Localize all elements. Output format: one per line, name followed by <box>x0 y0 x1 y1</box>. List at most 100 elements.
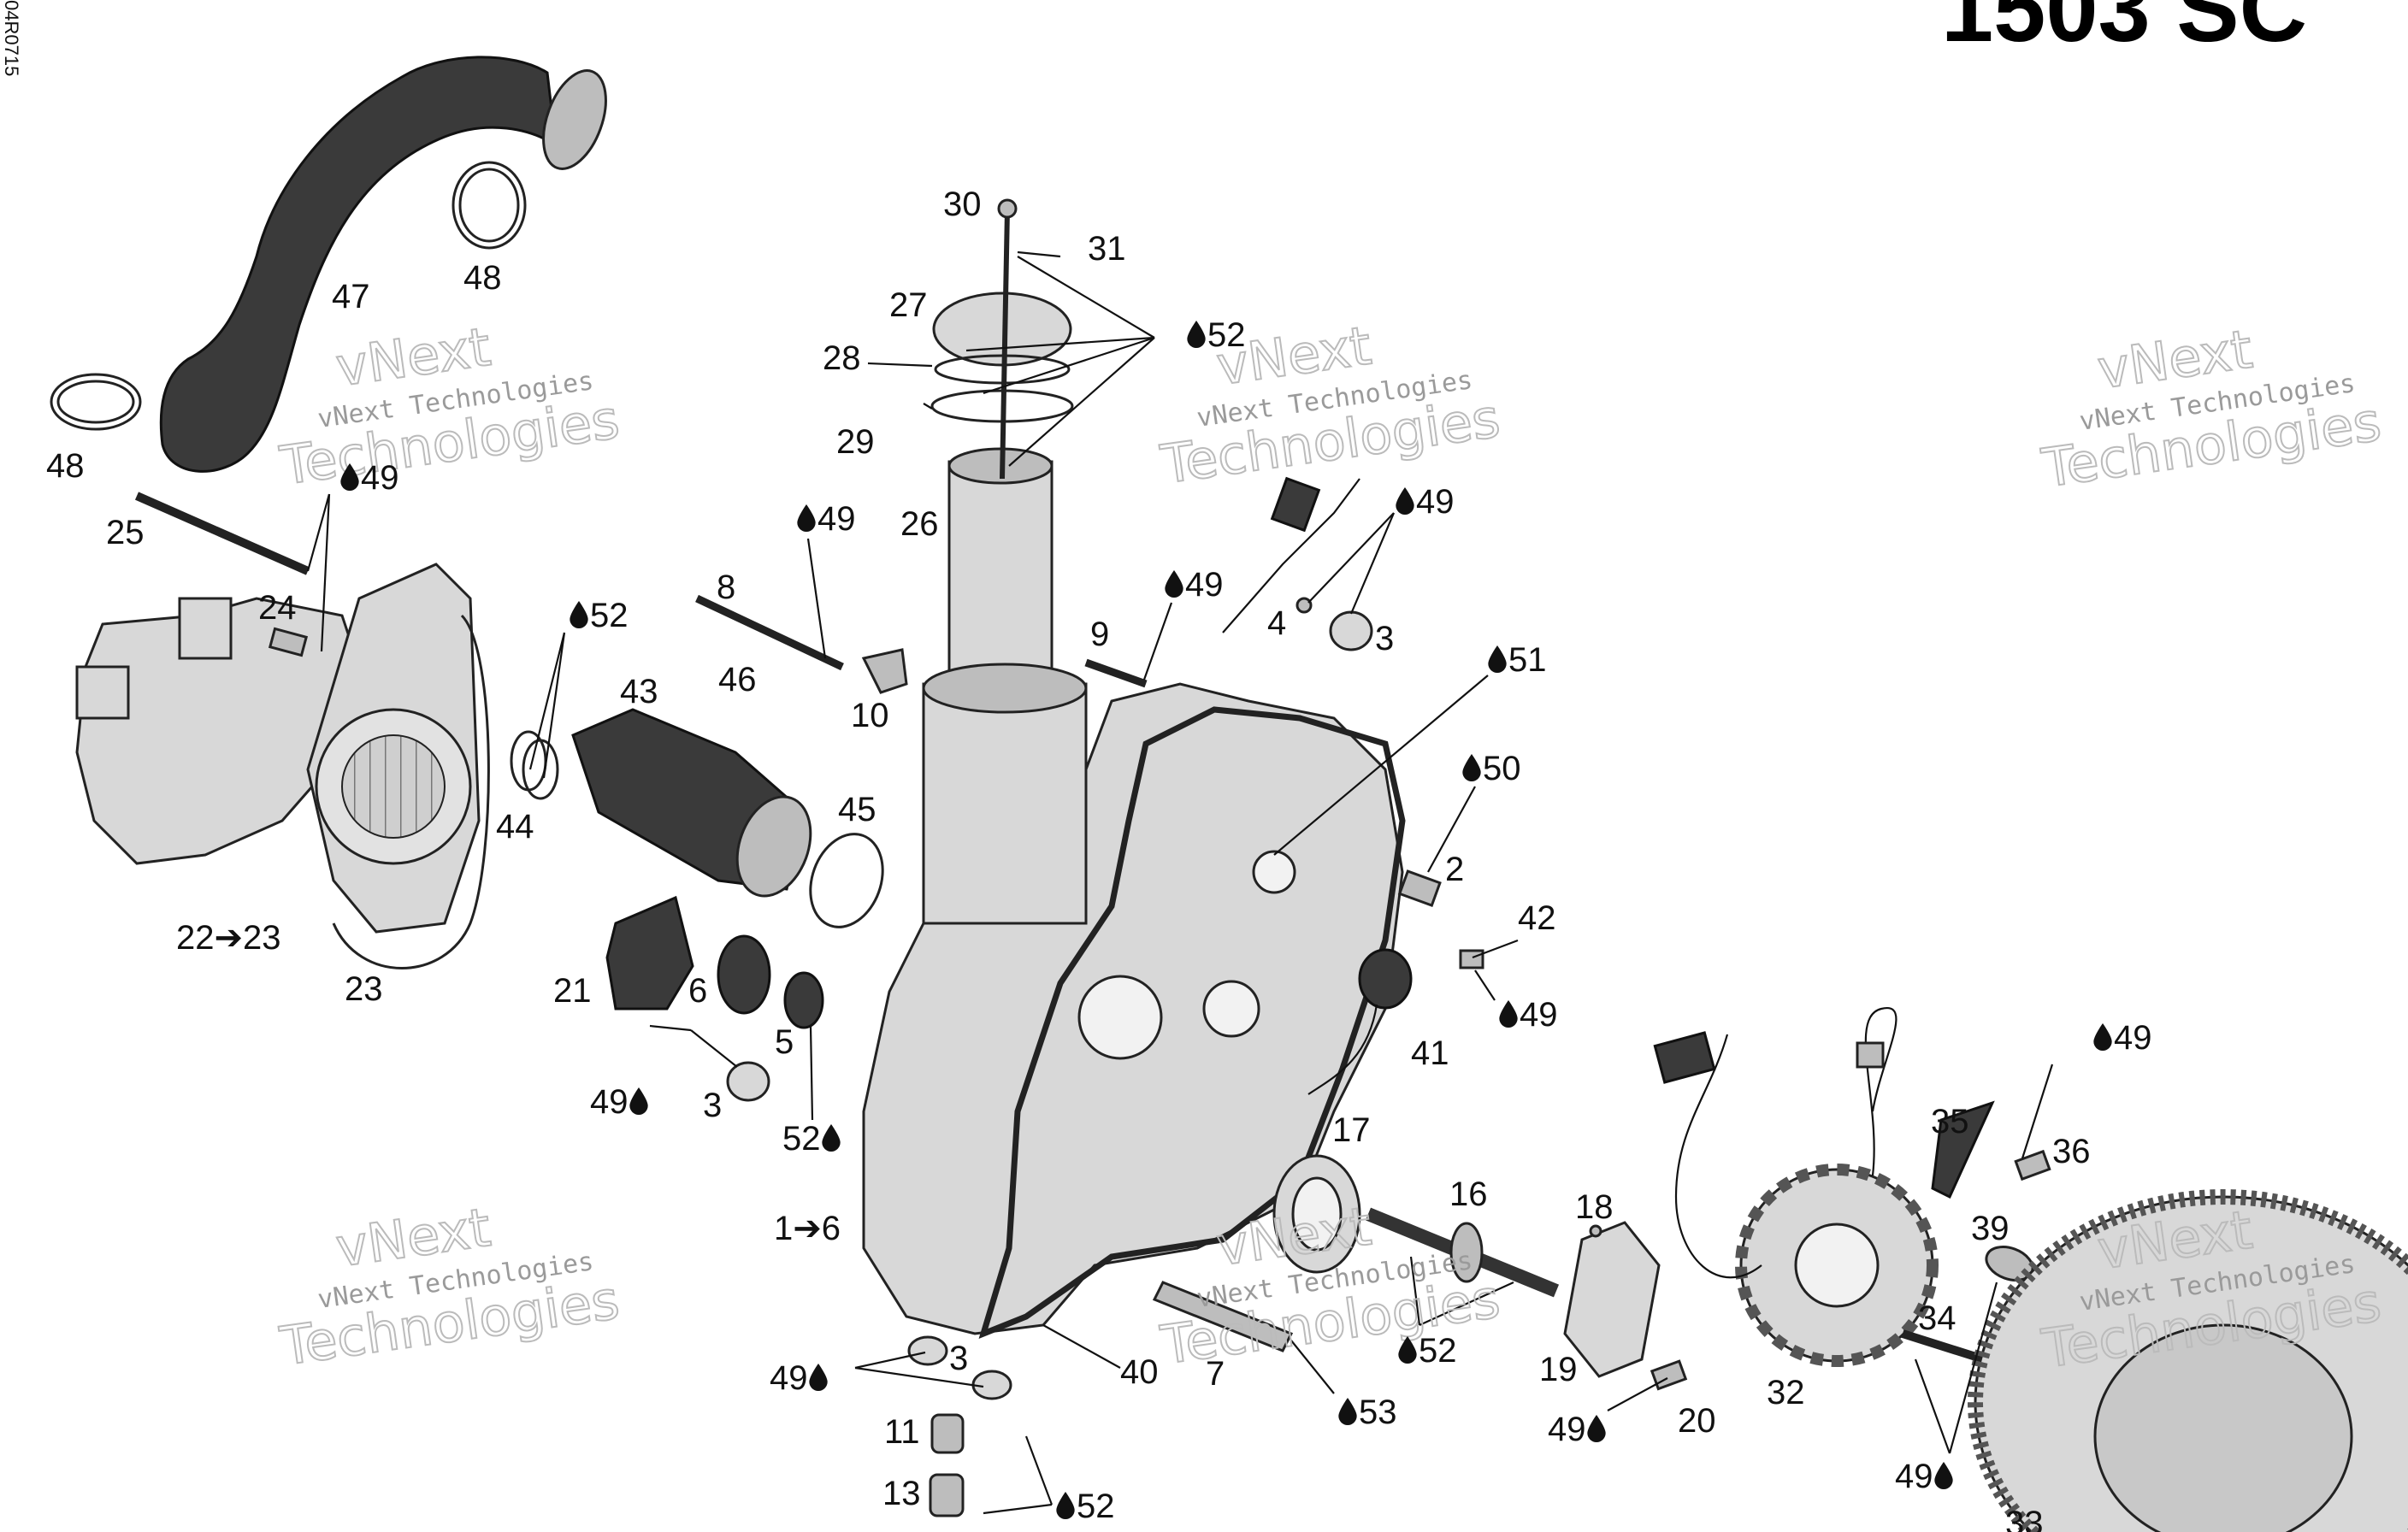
stator-teeth <box>1735 1164 1939 1367</box>
callout-c48b: 48 <box>46 447 85 485</box>
oring-part-44b <box>522 739 559 800</box>
callout-c49c: 49 <box>590 1083 648 1121</box>
callout-number: 3 <box>703 1087 722 1124</box>
callout-c2: 2 <box>1445 851 1464 888</box>
callout-c36: 36 <box>2052 1133 2091 1170</box>
sensor-connector <box>1270 476 1321 533</box>
callout-c1: 1➔6 <box>774 1210 841 1247</box>
clip-part-10 <box>861 648 908 694</box>
callout-number: 49 <box>770 1359 808 1397</box>
oil-drop-icon <box>809 1364 828 1391</box>
callout-number: 49 <box>817 500 856 538</box>
callout-c35: 35 <box>1931 1103 1969 1140</box>
rotor-bore <box>1291 1176 1343 1252</box>
callout-number: 45 <box>838 791 876 828</box>
callout-number: 33 <box>2005 1505 2044 1532</box>
bolt-part-25 <box>134 492 310 575</box>
sleeve-part-46 <box>735 795 812 898</box>
callout-c4: 4 <box>1267 604 1286 642</box>
bolt-part-9 <box>1084 658 1148 688</box>
callout-c53: 53 <box>1338 1394 1397 1431</box>
oil-drop-icon <box>1488 645 1507 673</box>
callout-c8: 8 <box>717 569 735 606</box>
oil-drop-icon <box>570 601 588 628</box>
callout-c13: 13 <box>882 1475 921 1512</box>
callout-c52c: 52 <box>782 1120 841 1158</box>
callout-c49i: 49 <box>2093 1019 2152 1057</box>
callout-number: 16 <box>1449 1176 1488 1213</box>
callout-c17: 17 <box>1332 1111 1371 1149</box>
callout-number: 30 <box>943 186 982 223</box>
gasket-part-40 <box>978 706 1406 1339</box>
callout-c28: 28 <box>823 339 861 377</box>
bolt-part-31 <box>1000 209 1010 480</box>
callout-number: 34 <box>1918 1299 1956 1337</box>
screw-part-36 <box>2014 1149 2051 1181</box>
callout-c49g: 49 <box>1499 996 1558 1034</box>
callout-c32: 32 <box>1767 1374 1805 1411</box>
callout-c39: 39 <box>1971 1210 2010 1247</box>
pump-inlet <box>178 597 233 660</box>
callout-c21: 21 <box>553 972 592 1010</box>
callout-number: 46 <box>718 661 757 698</box>
callout-number: 35 <box>1931 1103 1969 1140</box>
callout-c24: 24 <box>258 589 297 627</box>
callout-number: 41 <box>1411 1034 1449 1072</box>
callout-number: 49 <box>2114 1019 2152 1057</box>
oil-drop-icon <box>2093 1023 2112 1051</box>
hose-end <box>542 69 607 170</box>
callout-number: 29 <box>836 423 875 461</box>
plug-part-3b-1 <box>907 1335 948 1366</box>
callout-c18: 18 <box>1575 1188 1614 1226</box>
callout-c29: 29 <box>836 423 875 461</box>
cover-bore-3 <box>1252 850 1296 894</box>
pin-part-7 <box>1152 1281 1294 1352</box>
oil-drop-icon <box>1187 321 1206 348</box>
callout-number: 8 <box>717 569 735 606</box>
seal-part-5 <box>783 971 824 1029</box>
pump-cover-part-19 <box>1563 1221 1661 1378</box>
flywheel-hub <box>2093 1323 2353 1532</box>
watermark-4: vNext vNext Technologies Technologies <box>275 1195 624 1379</box>
callout-c40: 40 <box>1120 1353 1159 1391</box>
callout-number: 24 <box>258 589 297 627</box>
plug-part-13 <box>929 1473 965 1517</box>
callout-c30: 30 <box>943 186 982 223</box>
callout-c27: 27 <box>889 286 928 324</box>
sensor-wire <box>1222 478 1360 633</box>
oil-drop-icon <box>1587 1415 1606 1442</box>
oil-drop-icon <box>1499 1000 1518 1028</box>
callout-c33: 33 <box>2005 1505 2044 1532</box>
oil-drop-icon <box>1338 1398 1357 1425</box>
bolt-part-34 <box>1901 1329 1986 1364</box>
callout-number: 23 <box>345 970 383 1008</box>
callout-c49a: 49 <box>340 459 399 497</box>
callout-number: 3 <box>1375 620 1394 657</box>
callout-c26: 26 <box>900 505 939 543</box>
callout-c52b: 52 <box>570 597 629 634</box>
callout-number: 3 <box>949 1340 968 1377</box>
callout-c48a: 48 <box>463 259 502 297</box>
oil-drop-icon <box>1396 487 1414 515</box>
callout-number: 28 <box>823 339 861 377</box>
callout-number: 48 <box>46 447 85 485</box>
clip-part-35 <box>1931 1100 1995 1199</box>
callout-number: 49 <box>361 459 399 497</box>
filter-housing-opening <box>922 663 1088 714</box>
plug-part-3b-2 <box>971 1370 1012 1400</box>
gasket-part-23 <box>332 614 490 969</box>
pump-outlet <box>75 665 130 720</box>
callout-c5: 5 <box>775 1023 794 1061</box>
screw-part-4 <box>1295 597 1313 614</box>
callout-number: 36 <box>2052 1133 2091 1170</box>
stator-bore <box>1794 1223 1880 1308</box>
filter-housing <box>922 682 1088 925</box>
callout-number: 31 <box>1088 230 1126 268</box>
bolt-head-part-30 <box>997 198 1018 219</box>
callout-number: 43 <box>620 673 658 710</box>
callout-number: 17 <box>1332 1111 1371 1149</box>
clamp-inner-48-top <box>458 168 520 243</box>
ring-part-45 <box>809 833 884 928</box>
title: 1503 SC <box>1941 0 2307 62</box>
